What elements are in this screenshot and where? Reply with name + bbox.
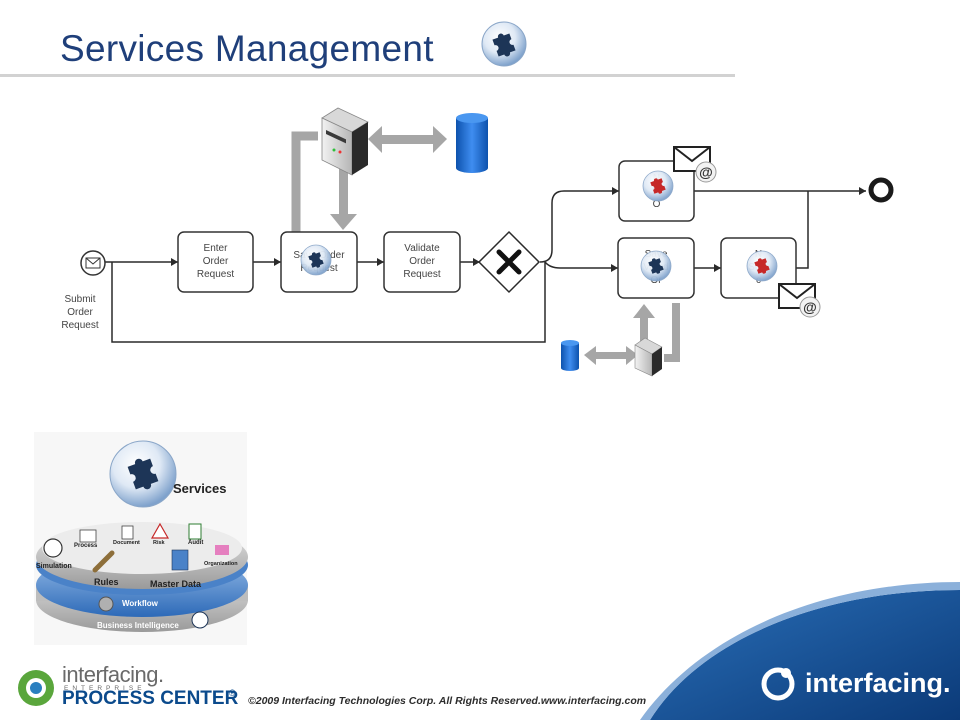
database-icon — [561, 340, 579, 371]
stack-label-process: Process — [74, 543, 98, 549]
top-integration — [291, 107, 488, 232]
exclusive-gateway[interactable] — [477, 230, 541, 294]
task-label-line: Enter — [203, 243, 228, 254]
master-data-icon — [171, 549, 189, 571]
start-message-event[interactable] — [80, 250, 106, 276]
label-line: Order — [67, 307, 93, 318]
interfacing-logo-icon — [761, 667, 795, 701]
task-label-line: O — [652, 199, 661, 210]
document-icon — [121, 525, 134, 540]
svg-text:@: @ — [803, 299, 817, 315]
company-logo-text: interfacing. — [805, 668, 951, 698]
service-puzzle-icon — [642, 170, 674, 202]
simulation-icon — [43, 538, 63, 558]
product-logo-top: interfacing. — [62, 662, 164, 687]
task-label-line: Request — [403, 269, 441, 280]
flow-arrowheads — [171, 187, 866, 272]
label-line: Request — [61, 320, 99, 331]
stack-label-document: Document — [113, 540, 140, 546]
task-label-line: Order — [202, 256, 229, 267]
end-event[interactable] — [868, 177, 894, 203]
product-logo-sub: ENTERPRISE — [64, 685, 146, 692]
organization-icon — [215, 545, 229, 555]
process-icon — [79, 529, 97, 543]
server-icon — [634, 337, 663, 377]
platform-stack-illustration — [34, 432, 248, 645]
page-title: Services Management — [60, 28, 434, 69]
footer-swoosh — [640, 582, 960, 720]
task-label: Enter Order Request — [178, 242, 253, 281]
audit-icon — [188, 523, 202, 540]
task-label-line: Order — [409, 256, 435, 267]
server-icon — [321, 107, 369, 176]
product-logo-main: PROCESS CENTER — [62, 688, 239, 709]
task-label-line: Request — [196, 269, 235, 280]
task-enter-order[interactable] — [177, 231, 254, 293]
risk-icon — [150, 522, 170, 539]
email-icon: @ — [673, 146, 717, 183]
task-validate-order[interactable] — [383, 231, 461, 293]
stack-label-master-data: Master Data — [150, 579, 202, 589]
stack-label-services: Services — [173, 481, 227, 496]
stack-label-simulation: Simulation — [36, 563, 72, 570]
database-icon — [456, 113, 488, 173]
start-event-label: Submit Order Request — [50, 293, 110, 332]
footer-copyright: ©2009 Interfacing Technologies Corp. All… — [248, 695, 647, 707]
rules-gavel-icon — [92, 550, 115, 573]
stack-label-workflow: Workflow — [122, 599, 158, 608]
task-label-line: Validate — [404, 243, 440, 254]
stack-label-audit: Audit — [188, 540, 204, 546]
services-orb-icon — [481, 21, 527, 67]
stack-label-business-intelligence: Business Intelligence — [97, 621, 179, 630]
bi-chart-icon — [191, 611, 209, 629]
svg-text:@: @ — [699, 164, 713, 180]
stack-label-risk: Risk — [153, 540, 165, 546]
workflow-gear-icon — [98, 596, 114, 612]
service-puzzle-icon — [746, 250, 778, 282]
process-center-logo-icon — [18, 670, 54, 706]
product-logo-registered: ® — [229, 688, 236, 698]
service-puzzle-icon — [640, 250, 672, 282]
email-icon: @ — [778, 283, 821, 318]
task-label: Validate Order Request — [384, 242, 460, 281]
bottom-integration — [561, 303, 680, 377]
stack-label-rules: Rules — [94, 577, 119, 587]
title-divider — [0, 74, 735, 77]
stack-label-organization: Organization — [204, 561, 238, 567]
label-line: Submit — [64, 294, 96, 305]
service-puzzle-icon — [300, 244, 332, 276]
